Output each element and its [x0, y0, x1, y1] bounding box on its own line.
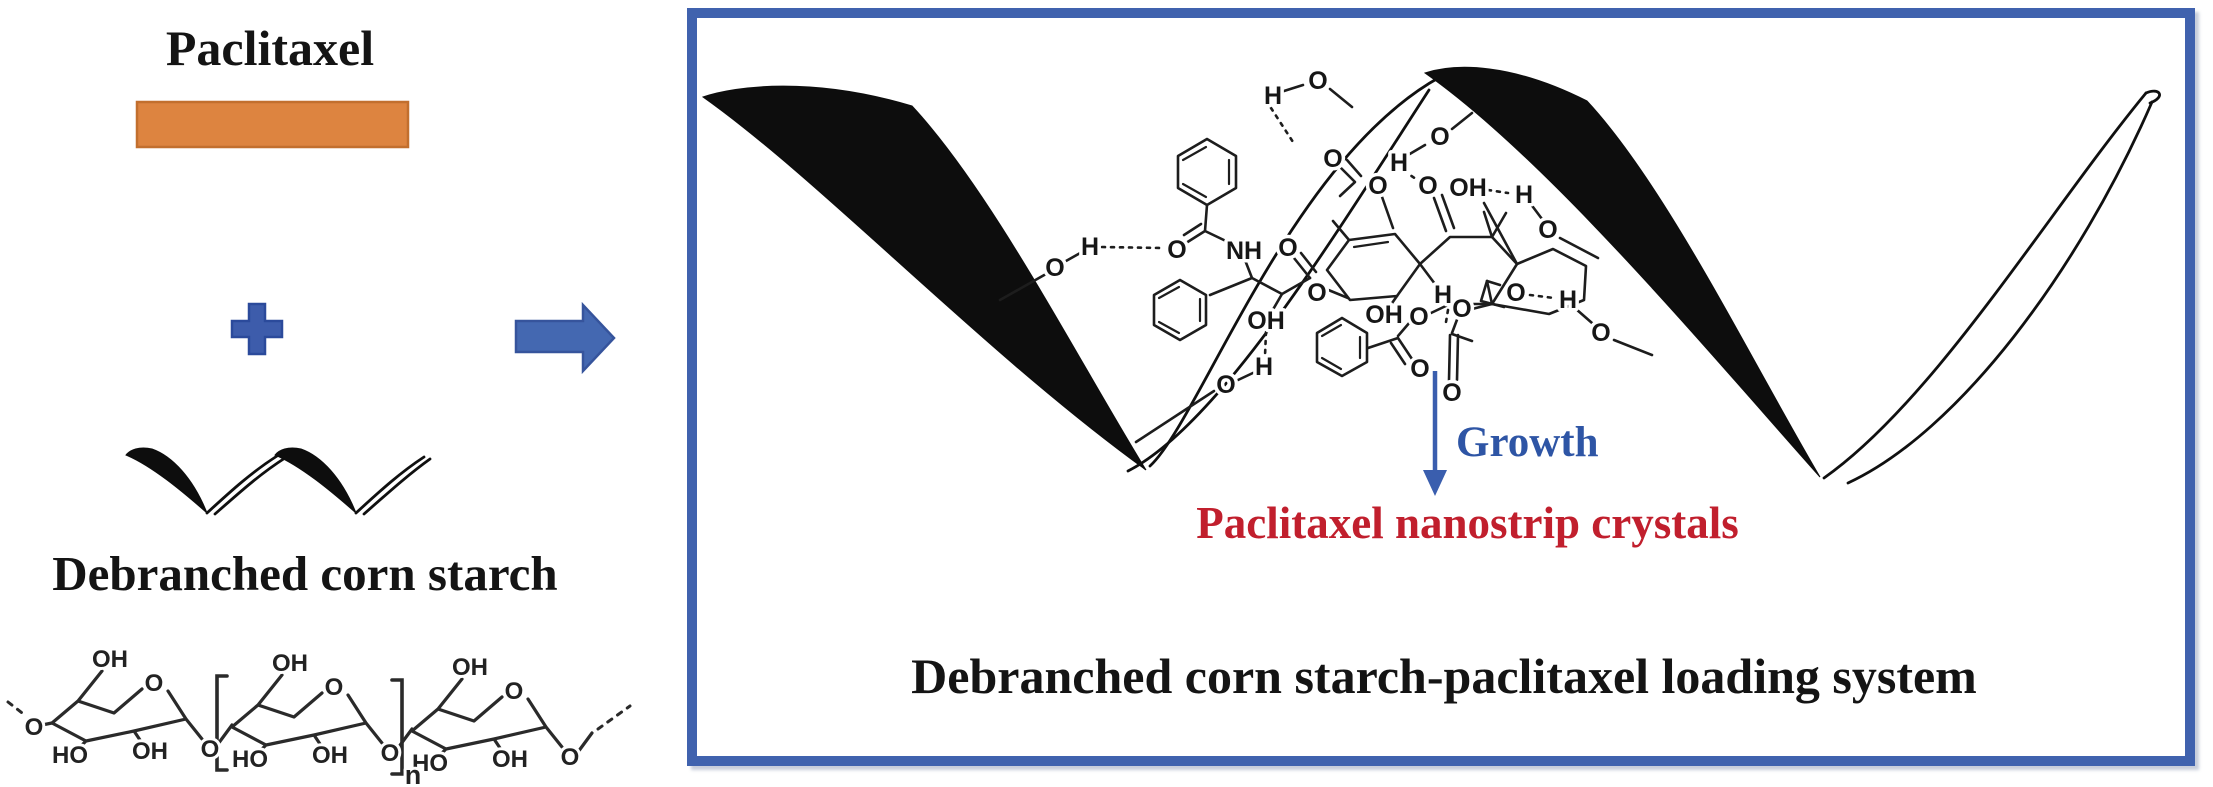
ho-atom-label: HO	[412, 750, 448, 777]
paclitaxel-title: Paclitaxel	[165, 20, 375, 76]
crystals-label: Paclitaxel nanostrip crystals	[1196, 498, 1739, 548]
growth-label: Growth	[1456, 419, 1599, 466]
paclitaxel-bar	[135, 100, 410, 149]
n-atom-label: n	[405, 760, 422, 787]
ho-atom-label: HO	[232, 746, 268, 773]
o-atom-label: O	[325, 674, 344, 701]
ho-atom-label: HO	[52, 742, 88, 769]
starch-helix-art	[125, 447, 432, 516]
oh-atom-label: OH	[272, 650, 308, 677]
oh-atom-label: OH	[92, 646, 128, 673]
oh-atom-label: OH	[132, 738, 168, 765]
o-atom-label: O	[381, 740, 400, 767]
o-atom-label: O	[201, 736, 220, 763]
starch-title: Debranched corn starch	[52, 546, 558, 601]
oh-atom-label: OH	[492, 746, 528, 773]
o-atom-label: O	[25, 714, 44, 741]
oh-atom-label: OH	[452, 654, 488, 681]
o-atom-label: O	[505, 678, 524, 705]
right-arrow-icon	[514, 301, 616, 375]
plus-icon	[230, 302, 284, 356]
o-atom-label: O	[145, 670, 164, 697]
o-atom-label: O	[561, 744, 580, 771]
oh-atom-label: OH	[312, 742, 348, 769]
system-title: Debranched corn starch-paclitaxel loadin…	[911, 648, 1977, 704]
